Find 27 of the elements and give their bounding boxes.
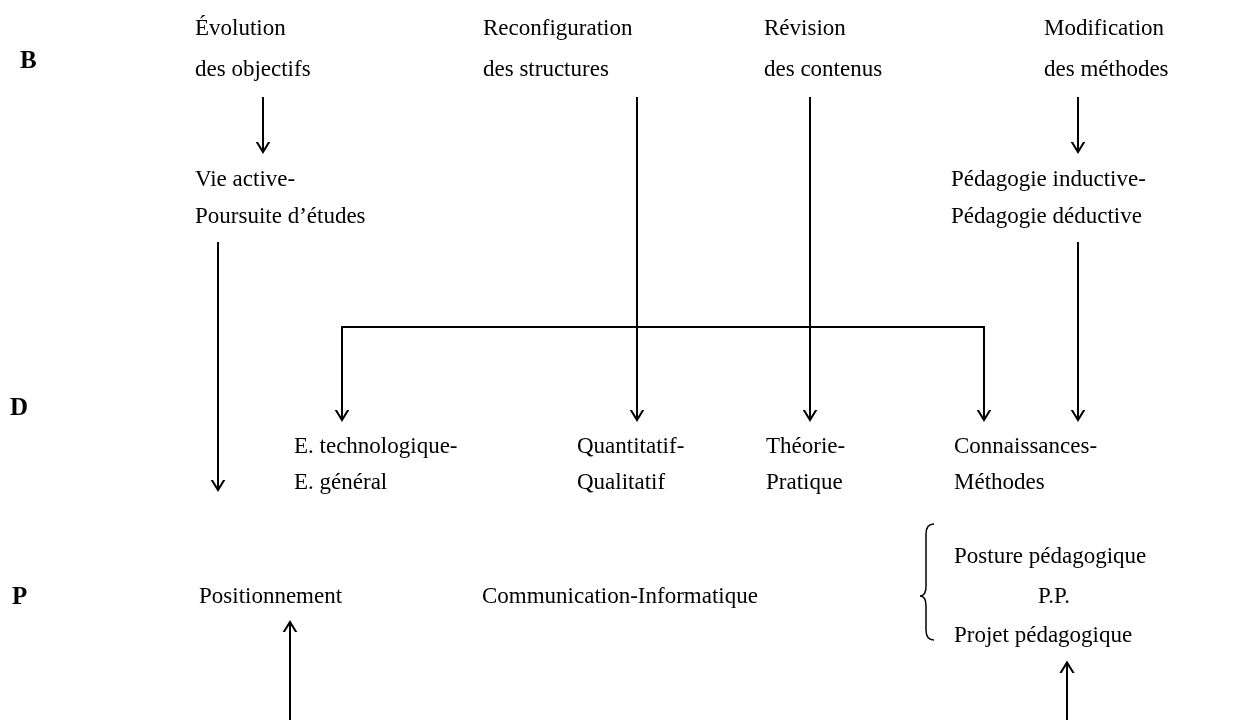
arrow: [333, 326, 993, 421]
node-label: Pédagogie inductive- Pédagogie déductive: [951, 165, 1146, 230]
arrow: [801, 96, 819, 421]
node-label: Vie active- Poursuite d’études: [195, 165, 366, 230]
row-letter: P: [12, 581, 28, 611]
node-label: Révision des contenus: [764, 14, 883, 83]
node-text: P.P.: [1037, 581, 1071, 610]
node-label: E. technologique- E. général: [294, 432, 458, 496]
arrow: [628, 96, 646, 421]
node-text: Posture pédagogique: [954, 542, 1148, 570]
node-label: Connaissances- Méthodes: [954, 432, 1098, 496]
node-label: Théorie- Pratique: [766, 432, 846, 496]
node-label: Positionnement: [199, 582, 343, 610]
arrow: [254, 96, 272, 153]
node-label: Modification des méthodes: [1044, 14, 1169, 83]
row-letter: D: [10, 392, 29, 422]
arrow: [209, 241, 227, 491]
node-label: Quantitatif- Qualitatif: [577, 432, 685, 496]
arrow: [1058, 661, 1076, 720]
arrow: [1069, 241, 1087, 421]
node-label: Communication-Informatique: [482, 582, 758, 610]
arrow: [1069, 96, 1087, 153]
arrow: [281, 621, 299, 720]
node-label: Reconfiguration des structures: [483, 14, 633, 83]
node-text: Projet pédagogique: [954, 621, 1134, 649]
row-letter: B: [20, 45, 37, 75]
node-label: Évolution des objectifs: [195, 14, 311, 83]
